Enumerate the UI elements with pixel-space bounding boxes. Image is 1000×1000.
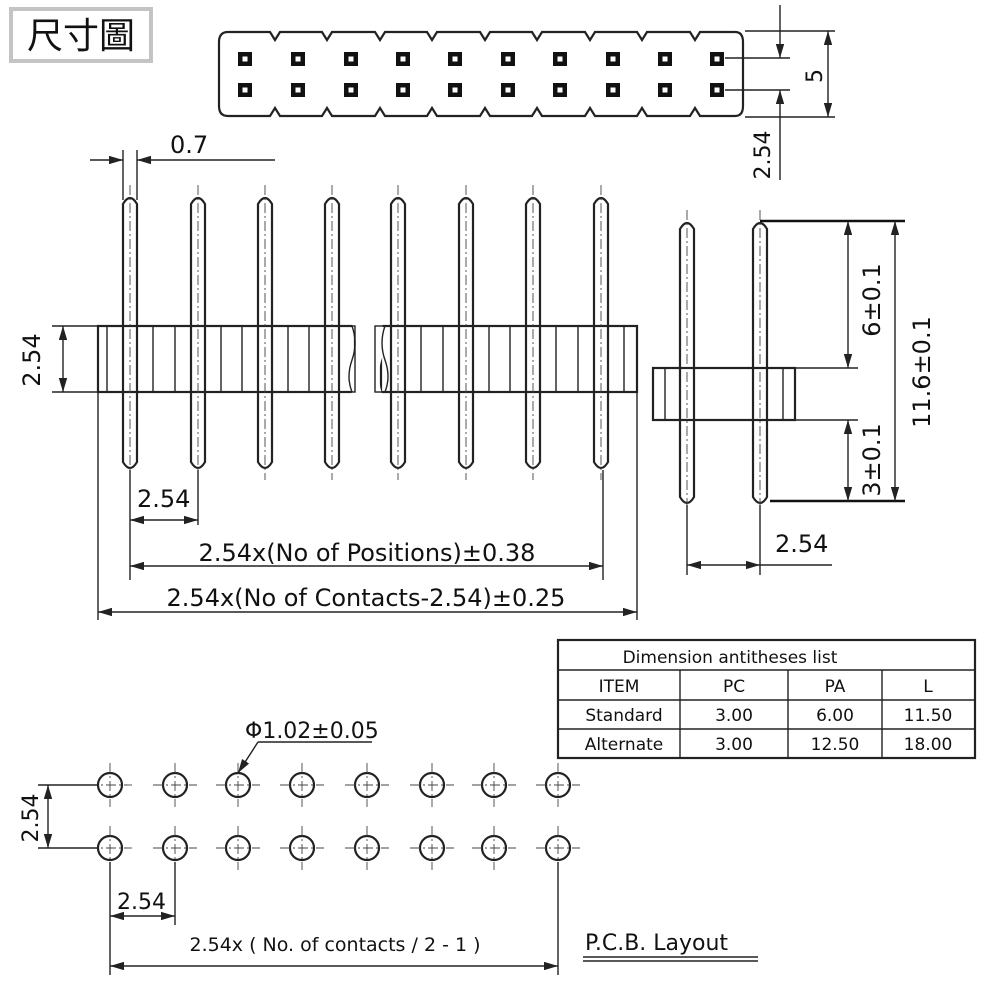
- pad-square: [238, 83, 252, 97]
- table-cell: 11.50: [904, 706, 953, 726]
- pin: [442, 185, 490, 480]
- pad-square: [291, 83, 305, 97]
- pcb-hole: [536, 826, 580, 870]
- body-height-dim: 2.54: [18, 333, 46, 386]
- upper-length-dim: 6±0.1: [858, 263, 886, 337]
- pad-square: [291, 52, 305, 66]
- table-cell: 12.50: [811, 735, 860, 755]
- pad-square: [396, 52, 410, 66]
- side-pitch-dim: 2.54: [775, 530, 828, 558]
- pad-square: [501, 52, 515, 66]
- pcb-hole: [472, 763, 516, 807]
- pad-square: [501, 83, 515, 97]
- pcb-hole: [410, 826, 454, 870]
- pcb-hole: [216, 763, 260, 807]
- pcb-hole: [410, 763, 454, 807]
- pcb-layout-label: P.C.B. Layout: [585, 931, 728, 956]
- pin: [577, 185, 625, 480]
- pcb-hole: [216, 826, 260, 870]
- pcb-hole: [280, 763, 324, 807]
- pad-square: [344, 52, 358, 66]
- table-title: Dimension antitheses list: [623, 648, 838, 668]
- pin: [374, 185, 422, 480]
- pcb-hole: [345, 826, 389, 870]
- front-view-dimensions: 0.7 2.54 2.54 2.54x(No of Positions)±0.3…: [18, 131, 638, 620]
- pad-square: [448, 83, 462, 97]
- dimension-table: Dimension antitheses list ITEM PC PA L S…: [556, 638, 977, 760]
- pad-square: [658, 83, 672, 97]
- pad-square: [606, 83, 620, 97]
- table-header: L: [923, 677, 933, 697]
- table-header: ITEM: [599, 677, 640, 697]
- side-pin: [678, 210, 696, 515]
- table-header: PA: [825, 677, 846, 697]
- pin: [174, 185, 222, 480]
- top-height-dim: 5: [803, 69, 828, 83]
- contacts-dim: 2.54x(No of Contacts-2.54)±0.25: [167, 584, 566, 612]
- pad-square: [344, 83, 358, 97]
- table-header: PC: [723, 677, 745, 697]
- table-cell: 3.00: [715, 735, 753, 755]
- pcb-hole: [536, 763, 580, 807]
- front-pitch-dim: 2.54: [137, 485, 190, 513]
- pcb-length-dim: 2.54x ( No. of contacts / 2 - 1 ): [189, 934, 480, 956]
- pad-square: [448, 52, 462, 66]
- table-cell: Standard: [585, 706, 662, 726]
- pcb-col-pitch-dim: 2.54: [117, 890, 166, 915]
- pin: [308, 185, 356, 480]
- pad-square: [710, 52, 724, 66]
- side-pin: [751, 210, 769, 515]
- table-cell: 3.00: [715, 706, 753, 726]
- pad-square: [396, 83, 410, 97]
- pad-square: [710, 83, 724, 97]
- title-box: 尺寸圖: [9, 7, 153, 63]
- pad-square: [238, 52, 252, 66]
- positions-dim: 2.54x(No of Positions)±0.38: [199, 539, 536, 567]
- pcb-hole: [153, 763, 197, 807]
- front-view: [96, 185, 639, 480]
- pin: [509, 185, 557, 480]
- pad-square: [553, 83, 567, 97]
- pad-square: [606, 52, 620, 66]
- pad-square: [553, 52, 567, 66]
- lower-length-dim: 3±0.1: [858, 423, 886, 497]
- table-cell: 6.00: [816, 706, 854, 726]
- top-view: 5 2.54: [217, 5, 835, 180]
- table-cell: 18.00: [904, 735, 953, 755]
- pin: [106, 185, 154, 480]
- pcb-hole: [280, 826, 324, 870]
- pin: [241, 185, 289, 480]
- top-pitch-dim: 2.54: [751, 131, 776, 180]
- title-text: 尺寸圖: [27, 16, 135, 57]
- pcb-row-pitch-dim: 2.54: [19, 794, 44, 843]
- pin-width-dim: 0.7: [170, 131, 208, 159]
- pcb-layout: Φ1.02±0.05 2.54 2.54 2.54x ( No. of cont…: [19, 719, 758, 975]
- hole-diameter-dim: Φ1.02±0.05: [245, 719, 379, 744]
- top-view-dimensions: 5 2.54: [725, 5, 835, 180]
- table-cell: Alternate: [585, 735, 663, 755]
- pcb-hole: [472, 826, 516, 870]
- total-length-dim: 11.6±0.1: [908, 316, 936, 428]
- pad-square: [658, 52, 672, 66]
- pcb-hole: [345, 763, 389, 807]
- side-view: 6±0.1 3±0.1 11.6±0.1 2.54: [651, 210, 936, 575]
